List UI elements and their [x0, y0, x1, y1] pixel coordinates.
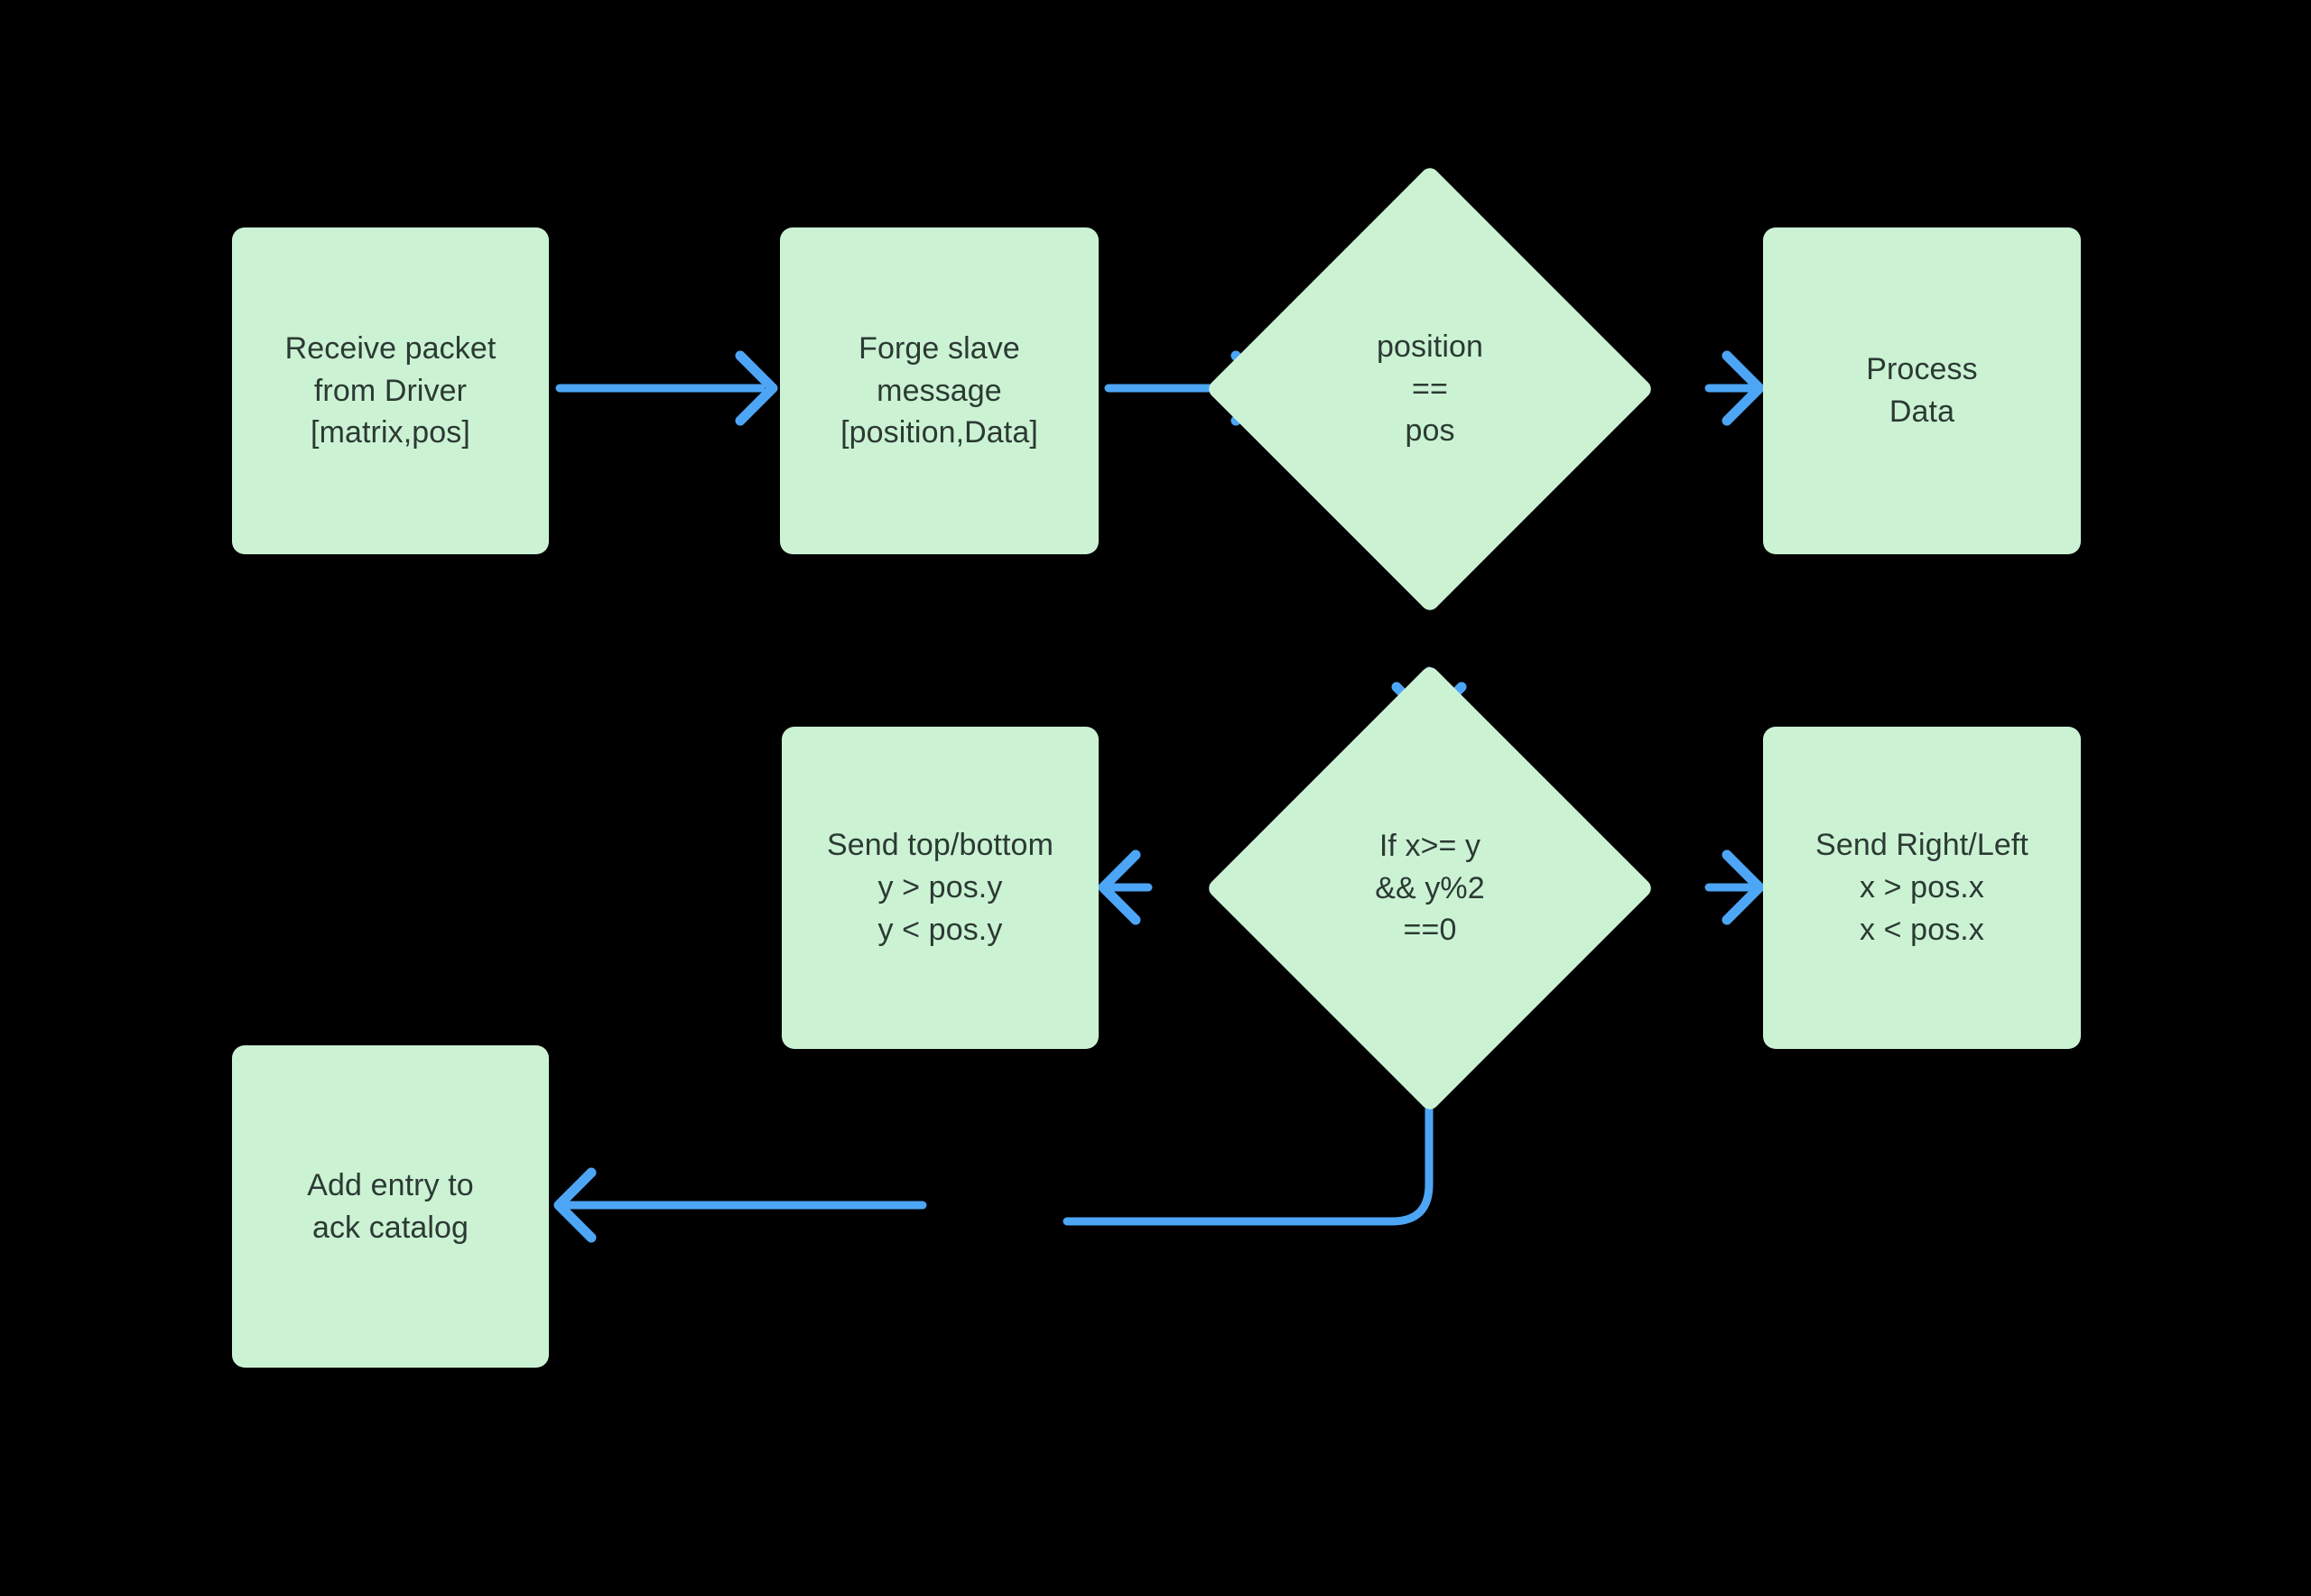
- node-text-line: Send top/bottom: [826, 828, 1053, 863]
- arrowhead-right-icon: [735, 350, 778, 426]
- node-text-line: If x>= y: [1378, 828, 1481, 863]
- node-text-line: x < pos.x: [1860, 912, 1984, 947]
- add-entry-to-ack-catalog-node[interactable]: Add entry to ack catalog: [232, 1045, 549, 1368]
- position-equals-pos-decision-node[interactable]: position == pos: [1205, 164, 1655, 614]
- node-text-line: from Driver: [313, 373, 468, 408]
- node-text-line: y < pos.y: [877, 912, 1003, 947]
- process-data-node[interactable]: Process Data: [1763, 227, 2081, 554]
- node-text-line: ==: [1412, 371, 1448, 406]
- node-text-line: Add entry to: [307, 1167, 474, 1202]
- node-text-line: Send Right/Left: [1815, 828, 2028, 863]
- node-text-line: && y%2: [1375, 870, 1485, 905]
- if-x-greater-equal-y-decision-node[interactable]: If x>= y && y%2 ==0: [1205, 663, 1655, 1113]
- node-text-line: Receive packet: [284, 330, 497, 366]
- arrowhead-right-icon: [1722, 849, 1765, 925]
- receive-packet-from-driver-node[interactable]: Receive packet from Driver [matrix,pos]: [232, 227, 549, 554]
- node-text-line: ==0: [1403, 913, 1457, 948]
- arrowhead-left-icon: [1098, 849, 1141, 925]
- node-text-line: ack catalog: [311, 1210, 469, 1245]
- node-text-line: [matrix,pos]: [311, 415, 470, 450]
- node-text-line: Process: [1866, 352, 1978, 387]
- node-text-line: Forge slave: [859, 330, 1020, 366]
- node-text-line: [position,Data]: [840, 415, 1038, 450]
- send-top-bottom-node[interactable]: Send top/bottom y > pos.y y < pos.y: [782, 727, 1099, 1049]
- arrowhead-right-icon: [1722, 350, 1765, 426]
- node-text-line: message: [877, 373, 1002, 408]
- send-right-left-node[interactable]: Send Right/Left x > pos.x x < pos.x: [1763, 727, 2081, 1049]
- forge-slave-message-node[interactable]: Forge slave message [position,Data]: [780, 227, 1099, 554]
- node-text-line: y > pos.y: [877, 870, 1003, 905]
- node-text-line: x > pos.x: [1860, 870, 1984, 905]
- connector-elbow: [1063, 1052, 1434, 1226]
- node-text-line: pos: [1405, 413, 1455, 449]
- node-text-line: Data: [1889, 394, 1955, 429]
- connector-receive-to-forge: [555, 350, 778, 426]
- node-text-line: position: [1377, 329, 1483, 364]
- arrowhead-left-icon: [553, 1167, 597, 1243]
- connector-if-x-ge-y-to-add-entry: [553, 1052, 1434, 1243]
